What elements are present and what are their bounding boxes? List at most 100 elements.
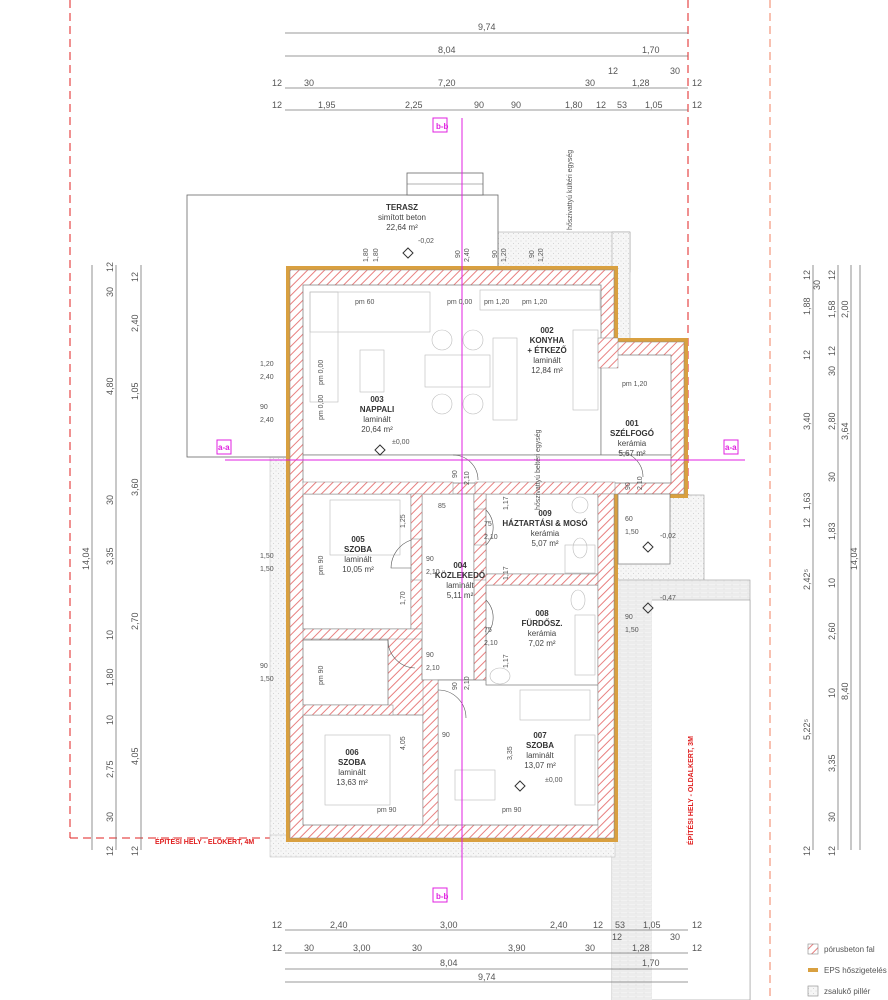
legend: pórusbeton fal EPS hőszigetelés zsalukő …	[807, 943, 887, 997]
dimension-label: laminált	[533, 356, 561, 365]
side-lot	[649, 599, 751, 1000]
dimension-label: 4,05	[400, 736, 407, 750]
dimension-label: 4,05	[130, 747, 140, 765]
dimension-label: KÖZLEKEDŐ	[435, 571, 485, 580]
dimension-label: pm 60	[355, 299, 375, 306]
dimension-label: 3,00	[440, 920, 458, 930]
dimension-label: pm 90	[377, 807, 397, 814]
dimension-label: 10	[105, 715, 115, 725]
dimension-label: 1,58	[827, 300, 837, 318]
dimension-label: 2,10	[484, 534, 498, 541]
dimension-label: 12	[105, 846, 115, 856]
dimension-label: 2,25	[405, 100, 423, 110]
dimension-label: 2,10	[426, 569, 440, 576]
dimension-label: 4,80	[105, 377, 115, 395]
dimension-label: 90	[529, 250, 536, 258]
dimension-label: 7,02 m²	[528, 639, 555, 648]
partition-walls	[302, 337, 619, 839]
dimension-label: 005	[351, 535, 365, 544]
dimension-label: 1,05	[645, 100, 663, 110]
dimension-label: 90	[492, 250, 499, 258]
dimension-label: 2,40	[260, 417, 274, 424]
dimension-label: laminált	[344, 555, 372, 564]
dimension-lines	[91, 32, 861, 983]
dimension-label: 90	[511, 100, 521, 110]
dims-top: 9,74 8,04 1,70 12 30 7,20 30 12 1,28 30 …	[272, 22, 702, 110]
legend-eps-swatch	[808, 968, 818, 972]
dimension-label: 2,10	[464, 471, 471, 485]
room-009: 009 HÁZTARTÁSI & MOSÓ kerámia 5,07 m²	[502, 509, 587, 548]
dimension-label: kerámia	[528, 629, 557, 638]
dimension-label: 12	[802, 518, 812, 528]
dimension-label: 1,17	[503, 496, 510, 510]
dimension-label: 85	[438, 503, 446, 510]
heatpump-outdoor-note: hőszivattyú kültéri egység	[567, 150, 574, 230]
room-002: 002 KONYHA + ÉTKEZŐ laminált 12,84 m²	[527, 326, 566, 375]
dimension-label: 001	[625, 419, 639, 428]
dimension-label: 75	[484, 627, 492, 634]
dimension-label: 10	[827, 578, 837, 588]
dimension-label: 12	[593, 920, 603, 930]
dimension-label: 5,67 m²	[618, 449, 645, 458]
legend-label: zsalukő pillér	[824, 987, 871, 996]
dimension-label: 2,40	[130, 314, 140, 332]
dimension-label: 30	[827, 472, 837, 482]
dimension-label: 90	[426, 652, 434, 659]
dimension-label: 90	[442, 732, 450, 739]
dimension-label: 12	[272, 920, 282, 930]
dimension-label: 3,35	[507, 746, 514, 760]
dimension-label: 90	[452, 682, 459, 690]
dimension-label: 90	[260, 404, 268, 411]
dimension-label: laminált	[363, 415, 391, 424]
dimension-label: 90	[625, 614, 633, 621]
dimension-label: 2,10	[464, 676, 471, 690]
room-004: 004 KÖZLEKEDŐ laminált 5,11 m²	[435, 561, 485, 600]
dimension-label: 1,83	[827, 522, 837, 540]
dimension-label: kerámia	[618, 439, 647, 448]
legend-hatch-swatch	[807, 943, 819, 955]
room-008: 008 FÜRDŐSZ. kerámia 7,02 m²	[522, 609, 563, 648]
dimension-label: 2,40	[550, 920, 568, 930]
dimension-label: 006	[345, 748, 359, 757]
section-a-left: a-a	[218, 443, 230, 452]
dimension-label: 90	[625, 482, 632, 490]
dimension-label: 9,74	[478, 972, 496, 982]
furniture	[309, 289, 601, 806]
boundary-front-label: ÉPÍTÉSI HELY - ELŐKERT, 4M	[155, 837, 254, 846]
dimension-label: 1,28	[632, 943, 650, 953]
side-path	[612, 590, 652, 1000]
dimension-label: 90	[474, 100, 484, 110]
dimension-label: NAPPALI	[360, 405, 395, 414]
dimension-label: 30	[670, 66, 680, 76]
dimension-label: 10	[105, 630, 115, 640]
dimension-label: 002	[540, 326, 554, 335]
dimension-label: 12	[105, 262, 115, 272]
dimension-label: 3,60	[130, 478, 140, 496]
dimension-label: -0,47	[660, 595, 676, 602]
dimension-label: 14,04	[849, 547, 859, 570]
dimension-label: 1,95	[318, 100, 336, 110]
room-007: 007 SZOBA laminált 13,07 m²	[524, 731, 556, 770]
dimension-label: -0,02	[418, 238, 434, 245]
dimension-label: SZOBA	[526, 741, 554, 750]
dimension-label: ±0,00	[545, 777, 563, 784]
section-a-right: a-a	[725, 443, 737, 452]
dimension-label: 12	[802, 846, 812, 856]
dimension-label: 1,05	[643, 920, 661, 930]
dimension-label: 1,50	[260, 676, 274, 683]
dimension-label: SZOBA	[338, 758, 366, 767]
dimension-label: 2,70	[130, 612, 140, 630]
dimension-label: 8,40	[840, 682, 850, 700]
dimension-label: 30	[412, 943, 422, 953]
dimension-label: 3,35	[827, 754, 837, 772]
dimension-label: 90	[452, 470, 459, 478]
dimension-label: 12	[130, 846, 140, 856]
dimension-label: 12	[692, 78, 702, 88]
dims-bottom: 12 2,40 3,00 2,40 12 53 1,05 12 12 30 12…	[272, 920, 702, 982]
dimension-label: laminált	[526, 751, 554, 760]
dimension-label: kerámia	[531, 529, 560, 538]
dimension-label: pm 90	[502, 807, 522, 814]
legend-label: pórusbeton fal	[824, 945, 875, 954]
dimension-label: 2,42⁵	[802, 568, 812, 590]
